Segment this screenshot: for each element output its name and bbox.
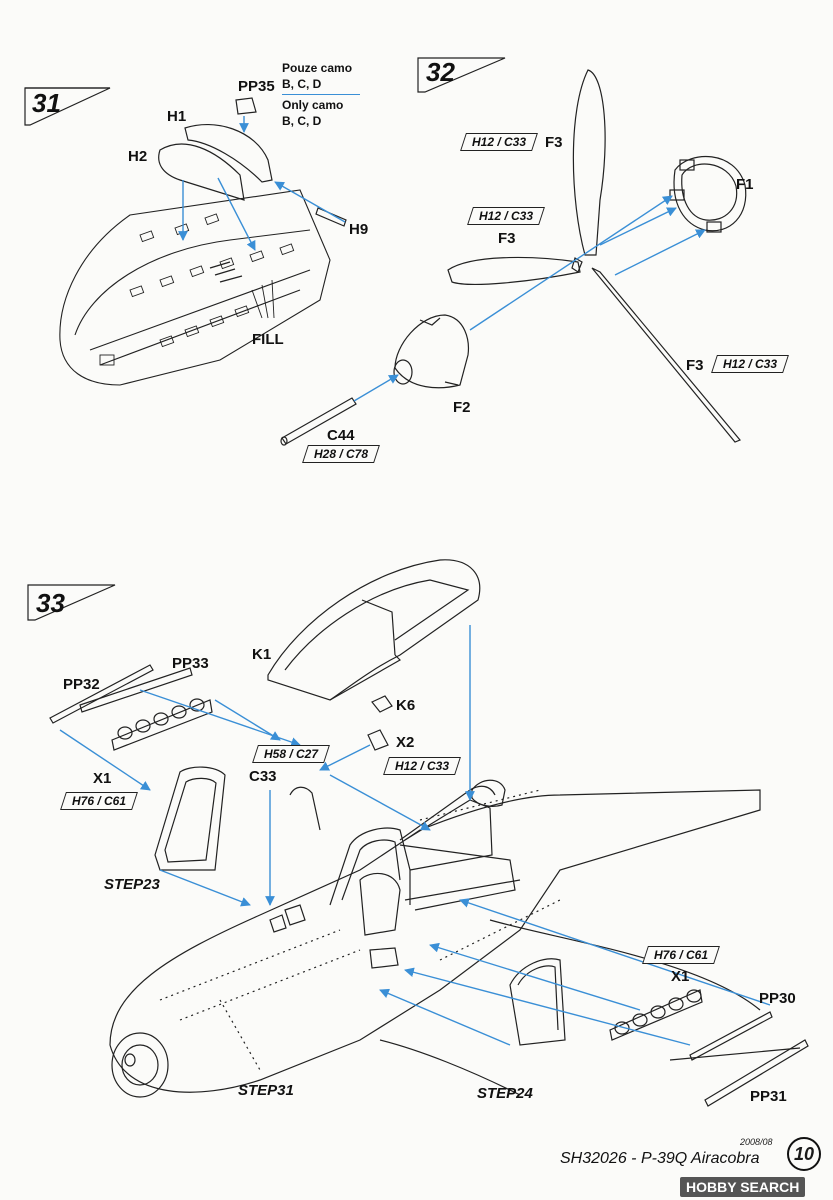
part-label-h2: H2 xyxy=(128,148,148,165)
footer-title: SH32026 - P-39Q Airacobra xyxy=(560,1150,760,1167)
paint-code-f3-right: H12 / C33 xyxy=(711,355,789,373)
ref-step23: STEP23 xyxy=(104,876,160,893)
step-31-canopy-parts xyxy=(158,97,347,227)
camo-note-en: Only camo xyxy=(282,98,344,112)
step-31-number: 31 xyxy=(32,88,61,118)
paint-code-x2: H12 / C33 xyxy=(383,757,461,775)
part-label-pp30: PP30 xyxy=(759,990,796,1007)
ref-step31: STEP31 xyxy=(238,1082,294,1099)
part-label-x1-left: X1 xyxy=(93,770,112,787)
paint-code-pp33: H58 / C27 xyxy=(252,745,330,763)
part-label-f3-right: F3 xyxy=(686,357,704,374)
part-label-f3-left: F3 xyxy=(498,230,516,247)
step-33-number: 33 xyxy=(36,588,65,618)
step-32-number: 32 xyxy=(426,57,455,87)
step-32-banner xyxy=(417,57,506,93)
part-label-c44: C44 xyxy=(327,427,355,444)
part-label-k6: K6 xyxy=(396,697,416,714)
paint-code-x1-left: H76 / C61 xyxy=(60,792,138,810)
step-33-parts-drawing xyxy=(49,664,809,1107)
paint-code-c44: H28 / C78 xyxy=(302,445,380,463)
part-label-c33: C33 xyxy=(249,768,277,785)
hobby-search-watermark: HOBBY SEARCH xyxy=(680,1177,806,1197)
part-label-x1-right: X1 xyxy=(671,968,690,985)
part-label-pp31: PP31 xyxy=(750,1088,787,1105)
part-label-pp35: PP35 xyxy=(238,78,275,95)
camo-note-en-versions: B, C, D xyxy=(282,114,322,128)
step-33-arrows xyxy=(59,625,771,1046)
camo-note-cz: Pouze camo xyxy=(282,61,353,75)
step-32-propeller-drawing xyxy=(280,69,747,446)
paint-code-f3-left: H12 / C33 xyxy=(467,207,545,225)
paint-code-f3-top: H12 / C33 xyxy=(460,133,538,151)
step-31-fuselage-drawing xyxy=(59,189,331,386)
ref-step24: STEP24 xyxy=(477,1085,533,1102)
step-33-canopy-drawing xyxy=(267,559,481,701)
part-label-pp32: PP32 xyxy=(63,676,100,693)
footer-date: 2008/08 xyxy=(740,1137,773,1147)
part-label-k1: K1 xyxy=(252,646,272,663)
camo-note-divider xyxy=(282,94,360,95)
step-33-banner xyxy=(27,584,116,621)
step-31-arrows xyxy=(178,116,346,251)
camo-note-cz-versions: B, C, D xyxy=(282,77,322,91)
part-label-h9: H9 xyxy=(349,221,369,238)
part-label-pp33: PP33 xyxy=(172,655,209,672)
step-33-fuselage-drawing xyxy=(109,779,761,1098)
step-31-banner xyxy=(24,87,111,126)
part-label-f3-top: F3 xyxy=(545,134,563,151)
part-label-fill: FILL xyxy=(252,331,284,348)
paint-code-x1-right: H76 / C61 xyxy=(642,946,720,964)
step-31-leader-lines xyxy=(251,279,275,319)
part-label-f1: F1 xyxy=(736,176,754,193)
camo-note: Pouze camo B, C, D Only camo B, C, D xyxy=(282,60,362,129)
step-32-arrows xyxy=(353,195,706,402)
part-label-h1: H1 xyxy=(167,108,187,125)
page-number: 10 xyxy=(787,1137,821,1171)
part-label-x2: X2 xyxy=(396,734,415,751)
part-label-f2: F2 xyxy=(453,399,471,416)
